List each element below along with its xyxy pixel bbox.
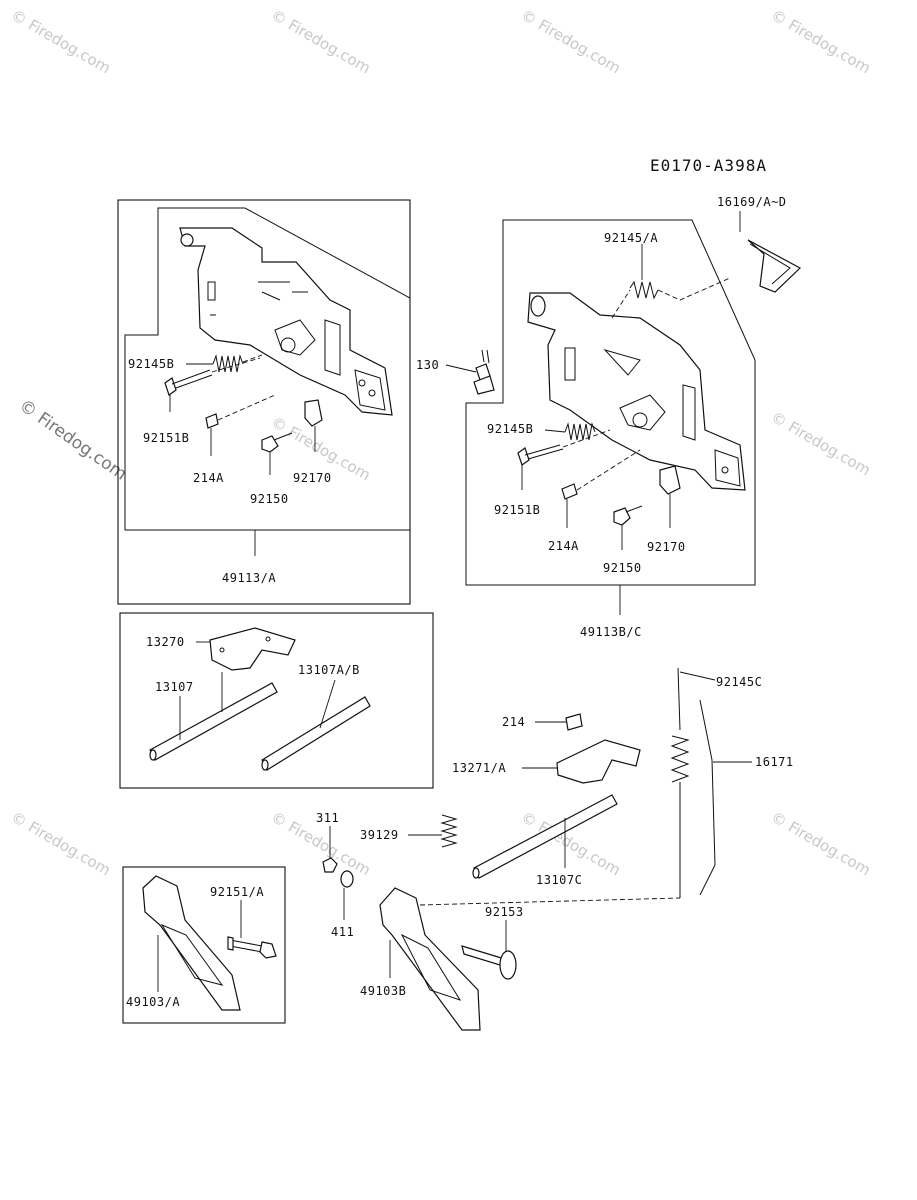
lever-group-frame [122,866,286,1024]
callout-49113a: 49113/A [222,571,276,585]
shaft-group-frame [119,612,434,789]
callout-214a: 214A [193,471,224,485]
assembly-49113bc: 16169/A~D 92145/A 130 92145B 92151B 214A… [416,195,802,639]
callout-92145a: 92145/A [604,231,658,245]
watermark: © Firedog.com [15,396,130,485]
lever-group-49103a: 92151/A 49103/A [122,866,286,1024]
watermark: © Firedog.com [768,6,874,77]
callout-16171: 16171 [755,755,794,769]
assembly-49113a: 92145B 92151B 214A 92170 92150 49113/A [117,199,411,605]
callout-214a: 214A [548,539,579,553]
callout-92151b: 92151B [494,503,540,517]
watermark: © Firedog.com [518,6,624,77]
governor-plate [179,227,393,416]
callout-39129: 39129 [360,828,399,842]
callout-13107ab: 13107A/B [298,663,360,677]
callout-49113bc: 49113B/C [580,625,642,639]
linkage-group: 214 92145C 13271/A 16171 311 39129 13107… [316,667,794,1031]
inner-frame [124,207,411,531]
callout-92150: 92150 [603,561,642,575]
watermark: © Firedog.com [268,6,374,77]
governor-plate [527,292,746,491]
callout-92145c: 92145C [716,675,762,689]
lever-49103b [379,887,481,1031]
callout-311: 311 [316,811,339,825]
watermark: © Firedog.com [768,408,874,479]
callout-13107c: 13107C [536,873,582,887]
callout-214: 214 [502,715,525,729]
callout-13107: 13107 [155,680,194,694]
callout-16169: 16169/A~D [717,195,787,209]
plate-13271a [556,739,641,784]
callout-13270: 13270 [146,635,185,649]
callout-411: 411 [331,925,354,939]
callout-130: 130 [416,358,439,372]
callout-49103b: 49103B [360,984,406,998]
callout-92151a: 92151/A [210,885,264,899]
callout-92145b: 92145B [128,357,174,371]
shaft-13107ab [261,696,371,771]
callout-92170: 92170 [647,540,686,554]
callout-49103a: 49103/A [126,995,180,1009]
watermarks: © Firedog.com © Firedog.com © Firedog.co… [8,6,874,879]
callout-92153: 92153 [485,905,524,919]
watermark: © Firedog.com [8,6,114,77]
watermark: © Firedog.com [8,808,114,879]
callout-92150: 92150 [250,492,289,506]
diagram-code: E0170-A398A [650,156,767,175]
callout-13271a: 13271/A [452,761,506,775]
callout-92151b: 92151B [143,431,189,445]
inner-frame [465,219,756,586]
plate-13270 [209,627,296,671]
shaft-13107 [149,682,278,761]
shaft-group: 13270 13107 13107A/B [119,612,434,789]
watermark: © Firedog.com [768,808,874,879]
callout-92145b: 92145B [487,422,533,436]
callout-92170: 92170 [293,471,332,485]
